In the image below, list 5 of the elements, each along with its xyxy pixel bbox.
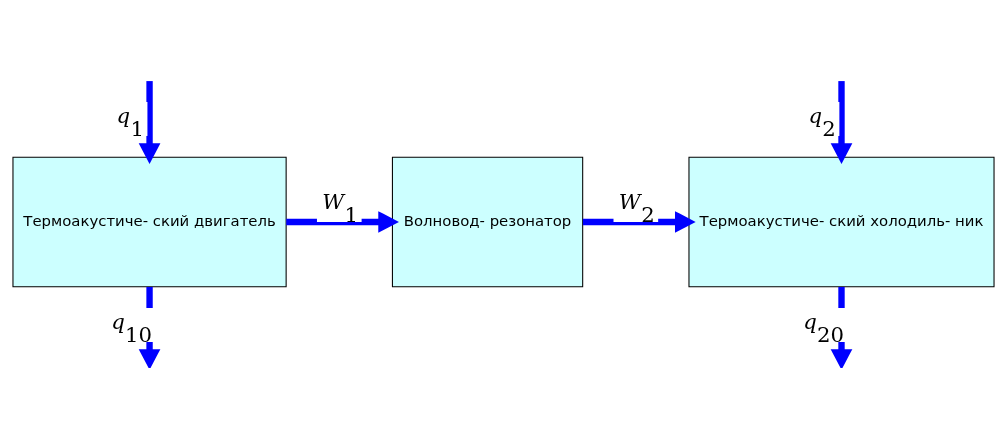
node-box: Термоакустиче- ский холодиль- ник [688, 156, 995, 288]
node-box: Волновод- резонатор [391, 156, 584, 288]
arrow [286, 211, 399, 233]
node-box: Термоакустиче- ский двигатель [12, 156, 287, 288]
arrow [582, 211, 696, 233]
